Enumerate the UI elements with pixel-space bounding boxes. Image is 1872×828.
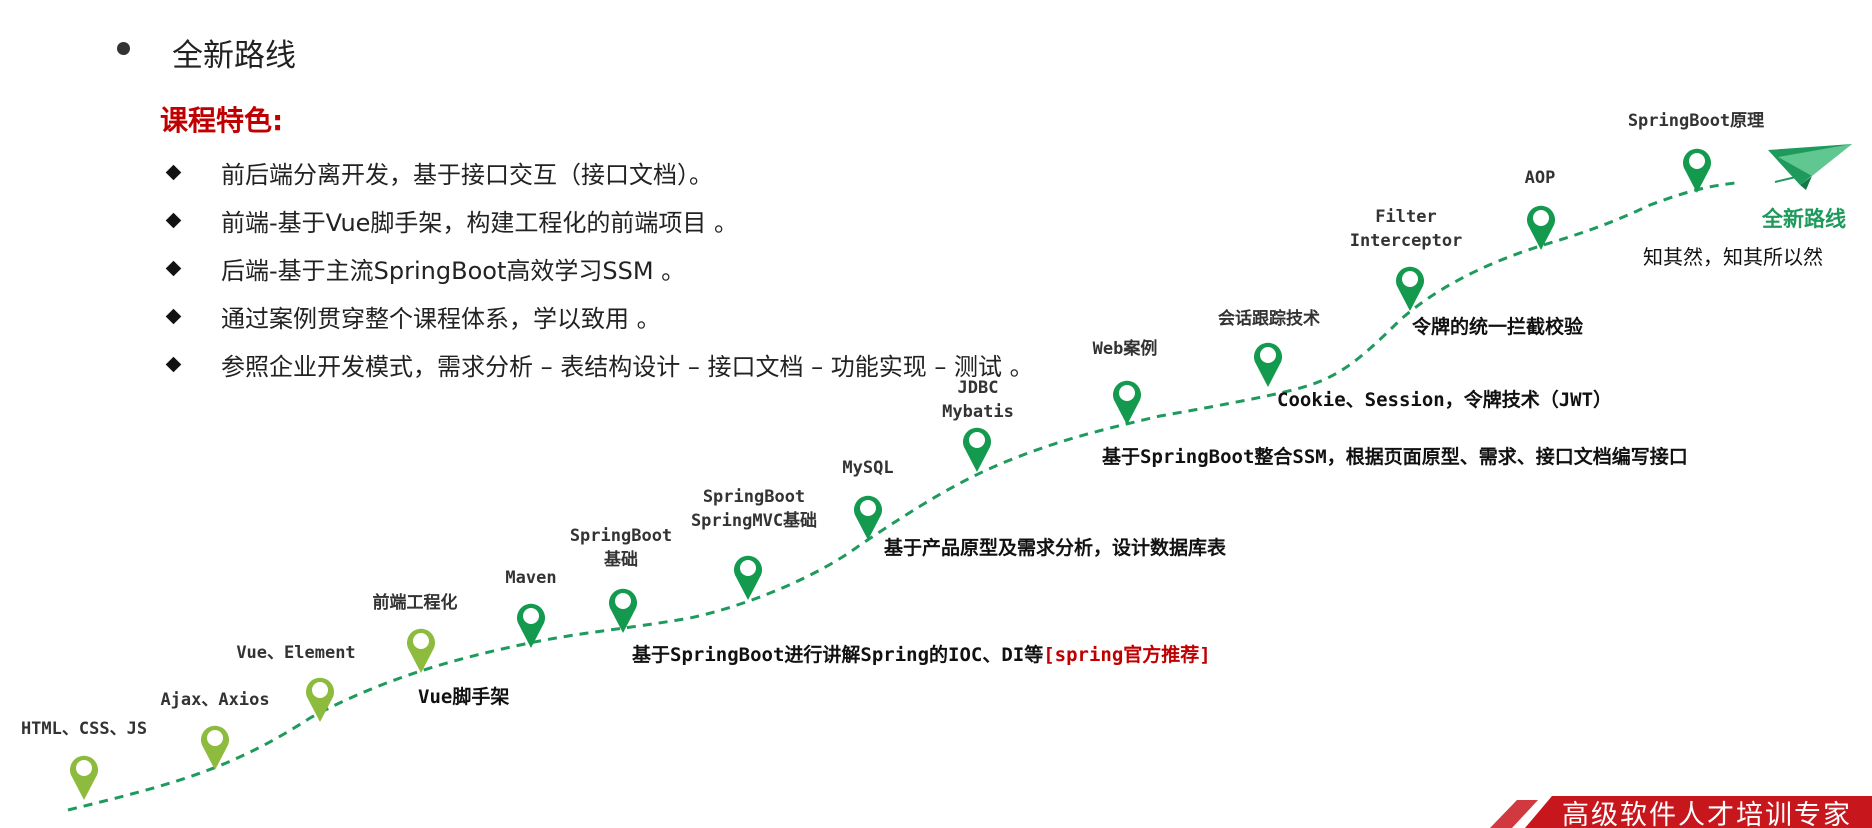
milestone-pins: HTML、CSS、JS Ajax、Axios Vue、Element 前端工程化 Mav…: [21, 111, 1764, 800]
milestone-pin: [1396, 266, 1424, 311]
milestone-label: Vue、Element: [236, 643, 355, 663]
milestone-label: JDBC: [958, 378, 999, 398]
course-features-heading: 课程特色:: [160, 104, 284, 137]
feature-list: 前后端分离开发，基于接口交互（接口文档）。 前端-基于Vue脚手架，构建工程化的…: [160, 148, 1034, 388]
feature-item: 后端-基于主流SpringBoot高效学习SSM 。: [160, 244, 1034, 292]
milestone-pin: [734, 555, 762, 600]
milestone-pin: [608, 588, 637, 633]
milestone-pin: [1254, 342, 1282, 387]
roadmap-path: [67, 181, 1736, 812]
title-bullet: [117, 42, 130, 55]
roadmap-notes: Vue脚手架 基于SpringBoot进行讲解Spring的IOC、DI等[sp…: [418, 315, 1688, 708]
milestone-pin: [1683, 148, 1711, 193]
milestone-label: HTML、CSS、JS: [21, 719, 147, 739]
feature-text: 前端-基于Vue脚手架，构建工程化的前端项目 。: [221, 208, 739, 237]
note-spring-intro-text: 基于SpringBoot进行讲解Spring的IOC、DI等: [631, 643, 1043, 666]
milestone-label: AOP: [1525, 168, 1556, 188]
note-ssm-integration: 基于SpringBoot整合SSM，根据页面原型、需求、接口文档编写接口: [1101, 445, 1688, 468]
feature-item: 通过案例贯穿整个课程体系，学以致用 。: [160, 292, 1034, 340]
milestone-label: SpringBoot原理: [1628, 111, 1764, 131]
feature-item: 参照企业开发模式，需求分析 – 表结构设计 – 接口文档 – 功能实现 – 测试…: [160, 340, 1034, 388]
feature-text: 通过案例贯穿整个课程体系，学以致用 。: [221, 304, 661, 333]
feature-item: 前后端分离开发，基于接口交互（接口文档）。: [160, 148, 1034, 196]
note-token-check: 令牌的统一拦截校验: [1412, 315, 1584, 338]
destination-subtitle: 知其然，知其所以然: [1643, 245, 1823, 269]
note-session-tech: Cookie、Session，令牌技术（JWT）: [1277, 388, 1612, 411]
milestone-label: 前端工程化: [373, 592, 458, 613]
milestone-label: Web案例: [1093, 338, 1158, 359]
milestone-label: 基础: [603, 549, 638, 570]
milestone-pin: [306, 677, 335, 722]
milestone-label: Mybatis: [942, 402, 1014, 422]
milestone-label: MySQL: [842, 458, 893, 478]
milestone-pin: [1113, 380, 1141, 425]
feature-text: 前后端分离开发，基于接口交互（接口文档）。: [221, 160, 713, 189]
feature-text: 后端-基于主流SpringBoot高效学习SSM 。: [221, 256, 686, 285]
milestone-label: SpringMVC基础: [691, 510, 817, 531]
footer-banner-text: 高级软件人才培训专家: [1562, 800, 1852, 828]
note-db-design: 基于产品原型及需求分析，设计数据库表: [883, 536, 1227, 559]
slide-title: 全新路线: [172, 38, 296, 74]
milestone-pin: [1527, 205, 1556, 250]
note-spring-recommend: [spring官方推荐]: [1043, 643, 1211, 666]
note-spring-intro: 基于SpringBoot进行讲解Spring的IOC、DI等[spring官方推…: [631, 643, 1211, 666]
milestone-pin: [517, 603, 545, 648]
feature-item: 前端-基于Vue脚手架，构建工程化的前端项目 。: [160, 196, 1034, 244]
milestone-label: Filter: [1375, 207, 1436, 227]
feature-text: 参照企业开发模式，需求分析 – 表结构设计 – 接口文档 – 功能实现 – 测试…: [221, 352, 1034, 381]
footer-banner: 高级软件人才培训专家: [1490, 796, 1872, 828]
note-vue-scaffold: Vue脚手架: [418, 685, 509, 708]
milestone-label: Ajax、Axios: [160, 690, 269, 710]
milestone-pin: [70, 755, 98, 800]
milestone-label: SpringBoot: [703, 487, 805, 507]
milestone-pin: [963, 427, 991, 472]
milestone-label: SpringBoot: [570, 526, 672, 546]
milestone-label: Interceptor: [1350, 231, 1463, 251]
milestone-pin: [854, 495, 882, 540]
milestone-pin: [201, 725, 229, 770]
destination-title: 全新路线: [1761, 207, 1846, 231]
milestone-label: 会话跟踪技术: [1218, 308, 1320, 329]
paper-plane-icon: [1768, 144, 1852, 190]
milestone-label: Maven: [505, 568, 556, 588]
milestone-pin: [407, 628, 436, 673]
